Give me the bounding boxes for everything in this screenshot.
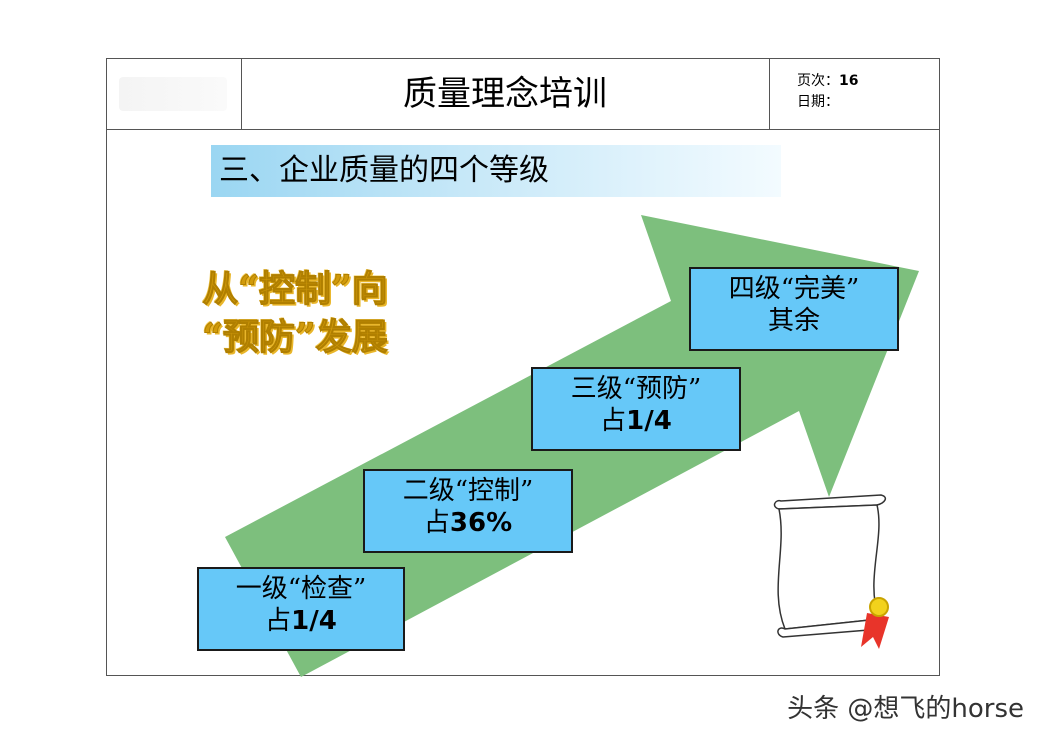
- date-label: 日期：: [797, 94, 839, 110]
- level-share: 1/4: [626, 406, 672, 436]
- level-share-prefix: 占: [600, 406, 627, 436]
- page-label: 页次：: [797, 73, 839, 89]
- slide-title: 质量理念培训: [403, 74, 607, 114]
- level-share-prefix: 占: [265, 606, 292, 636]
- logo-area: [111, 63, 239, 125]
- level-share: 36%: [449, 508, 513, 538]
- level-box-1: 一级“检查” 占1/4: [197, 567, 405, 651]
- level-box-4: 四级“完美” 其余: [689, 267, 899, 351]
- section-bar: [211, 145, 781, 197]
- seal: [869, 597, 889, 617]
- header-rule: [107, 129, 939, 130]
- slide: 质量理念培训 页次：16 日期： 三、企业质量的四个等级 从“控制”向 “预防”…: [106, 58, 940, 677]
- level-share: 其余: [767, 306, 820, 336]
- level-share-prefix: 占: [423, 508, 450, 538]
- watermark: 头条 @想飞的horse: [787, 694, 1024, 724]
- level-box-2: 二级“控制” 占36%: [363, 469, 573, 553]
- slogan-line-2: “预防”发展: [202, 316, 388, 359]
- ribbon: [861, 613, 889, 649]
- slide-meta: 页次：16 日期：: [797, 71, 858, 113]
- slogan: 从“控制”向 “预防”发展: [165, 265, 425, 361]
- level-name: 三级“预防”: [570, 374, 702, 404]
- level-box-3: 三级“预防” 占1/4: [531, 367, 741, 451]
- level-name: 四级“完美”: [728, 274, 860, 304]
- header-divider: [769, 59, 770, 129]
- level-share: 1/4: [291, 606, 337, 636]
- level-name: 一级“检查”: [235, 574, 367, 604]
- header-divider: [241, 59, 242, 129]
- certificate-scroll-icon: [773, 494, 889, 649]
- page-number: 16: [839, 73, 859, 89]
- level-name: 二级“控制”: [402, 476, 534, 506]
- slogan-line-1: 从“控制”向: [202, 268, 388, 311]
- section-title: 三、企业质量的四个等级: [219, 153, 549, 188]
